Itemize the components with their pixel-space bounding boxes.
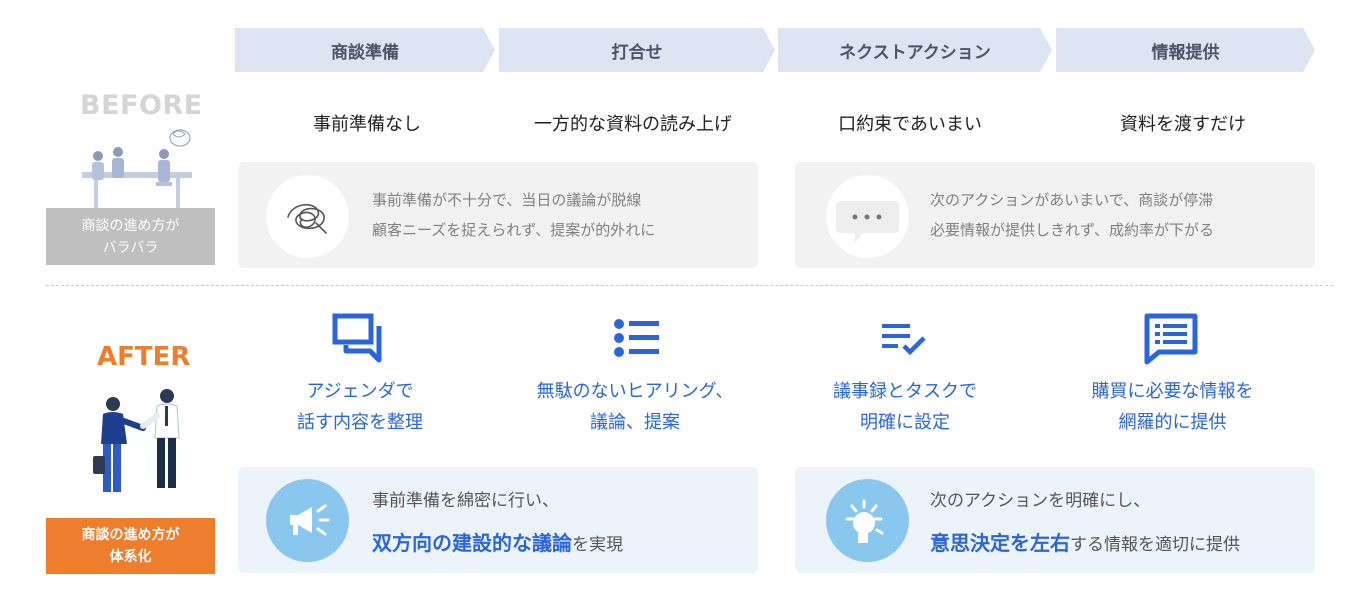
problem-line: 事前準備が不十分で、当日の議論が脱線 (372, 191, 642, 209)
section-divider (46, 285, 1333, 286)
result-line-2: 双方向の建設的な議論を実現 (372, 522, 623, 566)
result-highlight: 意思決定を左右 (930, 531, 1070, 555)
after-item-line: 議事録とタスクで (833, 381, 977, 402)
after-item-line: 明確に設定 (860, 412, 950, 433)
result-text-right: 次のアクションを明確にし、 意思決定を左右する情報を適切に提供 (930, 480, 1240, 566)
result-highlight: 双方向の建設的な議論 (372, 531, 572, 555)
step-arrow-shape (1056, 28, 1315, 72)
step-label: ネクストアクション (839, 42, 991, 63)
step-meeting: 打合せ (499, 28, 775, 72)
result-rest: を実現 (572, 535, 623, 555)
step-info-provision: 情報提供 (1056, 28, 1315, 72)
label-line: 体系化 (109, 549, 152, 565)
lightbulb-icon-circle (826, 479, 909, 562)
problem-text-right: 次のアクションがあいまいで、商談が停滞 必要情報が提供しきれず、成約率が下がる (930, 185, 1214, 245)
after-item-line: 無駄のないヒアリング、 (536, 381, 734, 402)
checklist-icon (882, 324, 926, 356)
lightbulb-icon (845, 499, 884, 543)
label-line: 商談の進め方が (81, 217, 180, 234)
after-item-minutes: 議事録とタスクで 明確に設定 (800, 376, 1010, 438)
after-item-line: 議論、提案 (590, 412, 680, 433)
meeting-illustration (82, 129, 192, 208)
speech-bubble-icon (836, 201, 899, 243)
label-line: 商談の進め方が (81, 527, 180, 543)
after-item-line: 網羅的に提供 (1118, 412, 1227, 433)
after-item-line: 購買に必要な情報を (1091, 381, 1254, 402)
result-text-left: 事前準備を綿密に行い、 双方向の建設的な議論を実現 (372, 480, 623, 566)
problem-line: 必要情報が提供しきれず、成約率が下がる (930, 221, 1214, 239)
step-preparation: 商談準備 (235, 28, 495, 72)
after-item-hearing: 無駄のないヒアリング、 議論、提案 (510, 376, 760, 438)
before-title: BEFORE (80, 90, 203, 121)
before-item-next-action: 口約束であいまい (838, 114, 982, 135)
megaphone-icon-circle (266, 479, 349, 562)
speech-bubble-icon-circle (826, 175, 909, 258)
problem-line: 顧客ニーズを捉えられず、提案が的外れに (372, 221, 656, 239)
tangle-icon-circle (266, 175, 349, 258)
result-rest: する情報を適切に提供 (1070, 535, 1240, 555)
before-item-info: 資料を渡すだけ (1120, 114, 1246, 135)
handshake-illustration (93, 389, 180, 492)
step-label: 商談準備 (331, 42, 399, 63)
before-item-preparation: 事前準備なし (313, 114, 421, 135)
chat-icon (332, 313, 382, 363)
after-title: AFTER (97, 342, 191, 372)
step-label: 情報提供 (1151, 42, 1220, 63)
document-icon (1144, 313, 1198, 365)
problem-text-left: 事前準備が不十分で、当日の議論が脱線 顧客ニーズを捉えられず、提案が的外れに (372, 185, 655, 245)
step-arrow-shape (778, 28, 1052, 72)
list-icon (614, 319, 659, 357)
after-status-label: 商談の進め方が 体系化 (46, 518, 215, 574)
result-line-2: 意思決定を左右する情報を適切に提供 (930, 522, 1240, 566)
after-item-line: 話す内容を整理 (297, 412, 423, 433)
after-item-info: 購買に必要な情報を 網羅的に提供 (1070, 376, 1275, 438)
after-item-line: アジェンダで (306, 381, 414, 402)
tangle-icon (287, 204, 327, 234)
before-item-meeting: 一方的な資料の読み上げ (534, 114, 732, 135)
label-line: バラバラ (102, 239, 159, 256)
step-label: 打合せ (611, 42, 663, 63)
step-next-action: ネクストアクション (778, 28, 1052, 72)
megaphone-icon (290, 504, 330, 536)
step-arrow-shape (499, 28, 775, 72)
result-line: 次のアクションを明確にし、 (930, 491, 1151, 511)
problem-line: 次のアクションがあいまいで、商談が停滞 (930, 191, 1214, 209)
after-item-agenda: アジェンダで 話す内容を整理 (250, 376, 470, 438)
step-arrow-shape (235, 28, 495, 72)
before-status-label: 商談の進め方が バラバラ (46, 208, 215, 265)
result-line: 事前準備を綿密に行い、 (372, 491, 559, 511)
